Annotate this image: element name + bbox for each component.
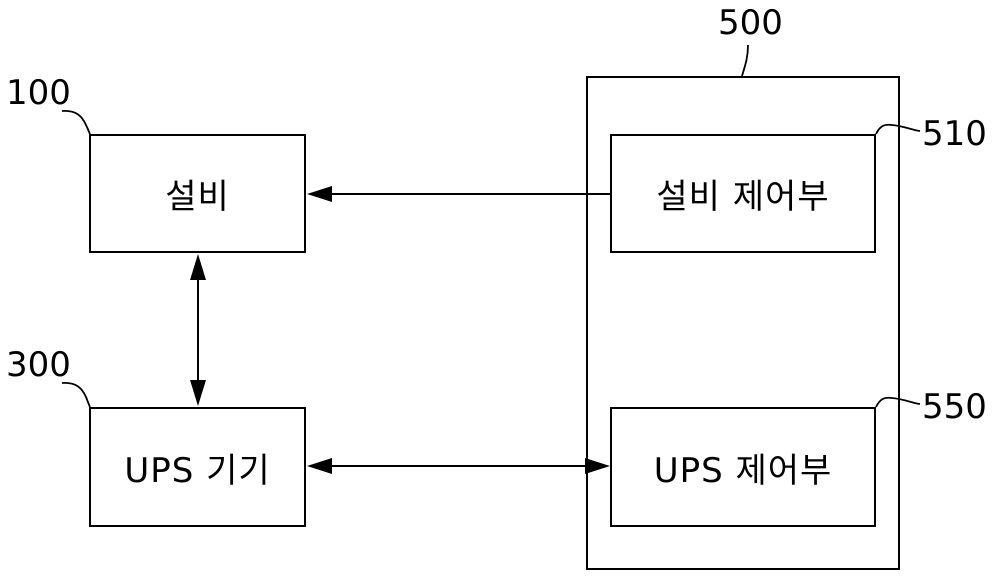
arrowhead-down-ups-device — [190, 380, 206, 406]
leader-controller — [742, 45, 748, 76]
leader-equipment-control — [876, 125, 920, 134]
leader-ups-device — [62, 383, 90, 407]
arrowhead-left-ups-device — [307, 458, 332, 474]
leader-equipment — [62, 111, 90, 134]
arrowhead-right-ups-control — [585, 458, 610, 474]
arrowhead-to-equipment — [307, 186, 332, 202]
leader-ups-control — [876, 398, 920, 407]
arrowhead-up-equipment — [190, 254, 206, 280]
